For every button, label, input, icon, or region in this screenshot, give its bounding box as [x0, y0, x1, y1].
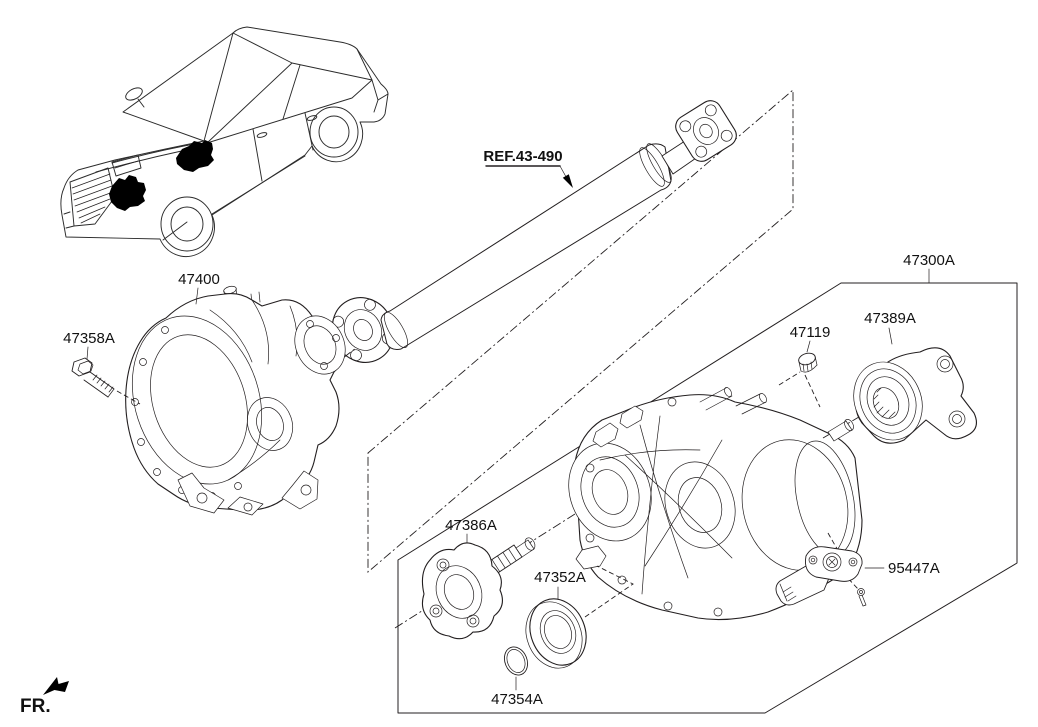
- front-differential: 47400: [125, 271, 357, 516]
- car-illustration: [60, 26, 389, 257]
- assembly-label: 47300A: [903, 252, 955, 269]
- fr-label: FR.: [20, 696, 51, 717]
- front-diff-leader: [195, 287, 199, 305]
- companion-flange-leader: [888, 327, 893, 345]
- fr-indicator: FR.: [20, 677, 69, 717]
- front-wheel: [160, 196, 214, 252]
- actuator-label: 95447A: [888, 560, 940, 577]
- oil-seal-label: 47352A: [534, 569, 586, 586]
- companion-flange-47389a: 47389A: [853, 310, 977, 444]
- front-diff-label: 47400: [178, 271, 220, 288]
- assembly-47300a-box: [397, 282, 1018, 714]
- front-diff-location-marker: [109, 175, 146, 211]
- fr-arrow-icon: [43, 677, 69, 695]
- propeller-shaft: [331, 100, 737, 363]
- o-ring-47354a: 47354A: [491, 646, 543, 708]
- oil-plug-47119: 47119: [778, 324, 831, 408]
- rear-wheel: [309, 106, 359, 158]
- ref-arrowhead-icon: [562, 174, 573, 188]
- plug-leader: [806, 340, 811, 353]
- o-ring-label: 47354A: [491, 691, 543, 708]
- diff-bolt-label: 47358A: [63, 330, 115, 347]
- grille-outline: [69, 167, 116, 227]
- actuator-95447a: 95447A: [775, 532, 940, 607]
- plug-label: 47119: [790, 324, 831, 341]
- transfer-case-location-marker: [176, 140, 214, 172]
- output-flange-label: 47386A: [445, 517, 497, 534]
- diff-mounting-bolt: 47358A: [63, 330, 141, 405]
- output-flange-47386a: 47386A: [421, 517, 536, 640]
- oil-seal-47352a: 47352A: [525, 565, 634, 669]
- ref-shaft-callout: REF.43-490: [483, 148, 573, 188]
- shaft-zone-boundary: [367, 89, 794, 573]
- diff-bolt-leader: [86, 346, 89, 360]
- ref-shaft-label: REF.43-490: [483, 148, 562, 165]
- companion-flange-label: 47389A: [864, 310, 916, 327]
